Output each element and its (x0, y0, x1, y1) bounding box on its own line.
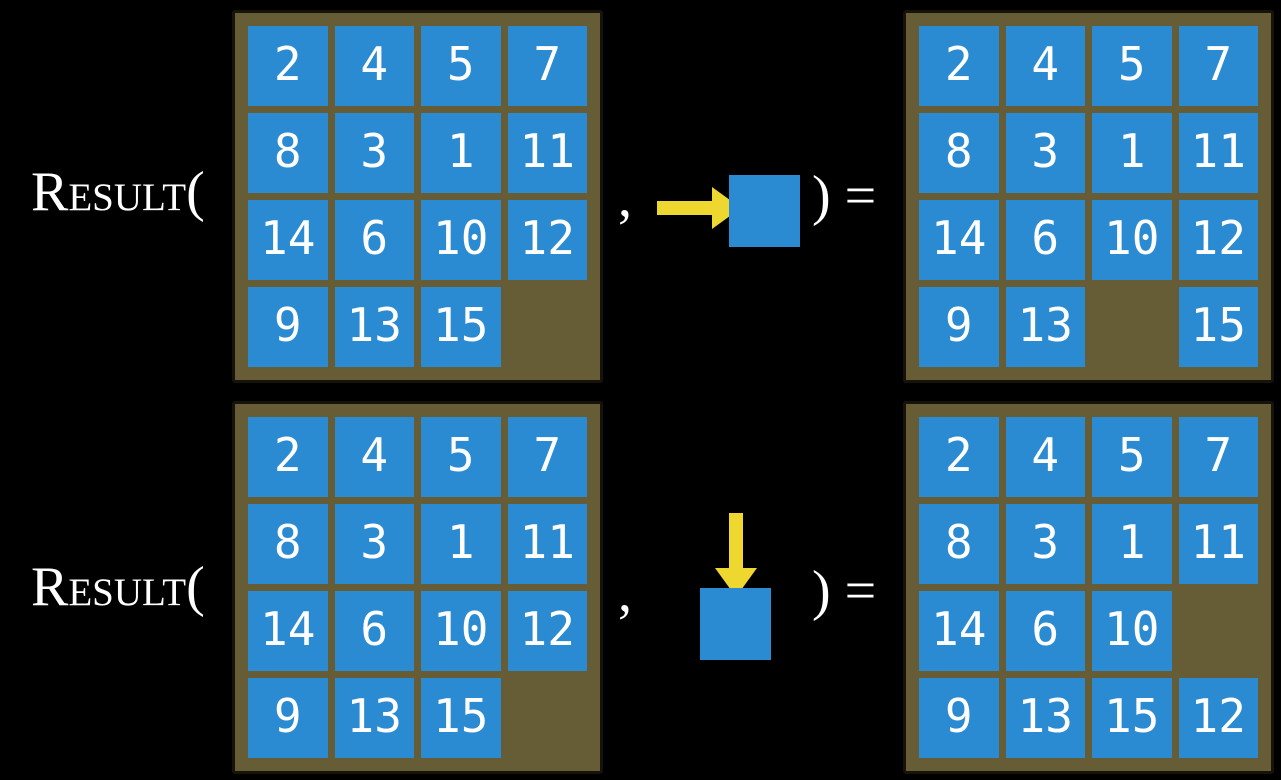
empty-cell (1092, 287, 1172, 367)
puzzle-tile: 10 (1092, 591, 1172, 671)
empty-cell (508, 287, 588, 367)
puzzle-tile: 15 (1092, 678, 1172, 758)
puzzle-tile: 13 (334, 287, 414, 367)
puzzle-tile: 15 (421, 287, 501, 367)
puzzle-tile: 13 (1005, 678, 1085, 758)
puzzle-tile: 15 (1178, 287, 1258, 367)
puzzle-tile: 12 (1178, 200, 1258, 280)
puzzle-tile: 4 (1005, 417, 1085, 497)
puzzle-tile: 12 (507, 200, 587, 280)
down-arrow-icon (715, 513, 757, 597)
close-paren-equals: ) = (812, 560, 877, 622)
puzzle-tile: 9 (248, 287, 328, 367)
puzzle-tile: 5 (421, 26, 501, 106)
puzzle-tile: 11 (1178, 113, 1258, 193)
puzzle-tile: 12 (507, 591, 587, 671)
puzzle-tile: 8 (248, 504, 328, 584)
puzzle-tile: 5 (1092, 417, 1172, 497)
puzzle-tile: 3 (1005, 504, 1085, 584)
puzzle-tile: 5 (421, 417, 501, 497)
puzzle-tile: 6 (334, 591, 414, 671)
puzzle-tile: 4 (334, 417, 414, 497)
puzzle-tile: 10 (421, 591, 501, 671)
puzzle-tile: 8 (248, 113, 328, 193)
puzzle-tile: 3 (334, 504, 414, 584)
puzzle-tile: 8 (919, 113, 999, 193)
action-tile (729, 175, 800, 247)
puzzle-tile: 14 (919, 200, 999, 280)
puzzle-tile: 12 (1178, 678, 1258, 758)
result-function-label: Result( (31, 161, 205, 223)
puzzle-tile: 7 (507, 26, 587, 106)
puzzle-tile: 10 (1092, 200, 1172, 280)
action-tile (700, 588, 771, 660)
empty-cell (508, 678, 588, 758)
puzzle-tile: 1 (421, 504, 501, 584)
puzzle-tile: 2 (919, 417, 999, 497)
puzzle-tile: 2 (919, 26, 999, 106)
puzzle-tile: 5 (1092, 26, 1172, 106)
puzzle-tile: 7 (1178, 417, 1258, 497)
puzzle-tile: 1 (421, 113, 501, 193)
puzzle-tile: 1 (1092, 504, 1172, 584)
puzzle-tile: 8 (919, 504, 999, 584)
puzzle-tile: 11 (507, 113, 587, 193)
right-arrow-icon (657, 187, 741, 229)
puzzle-tile: 14 (248, 591, 328, 671)
puzzle-tile: 4 (1005, 26, 1085, 106)
puzzle-tile: 13 (334, 678, 414, 758)
close-paren-equals: ) = (812, 165, 877, 227)
comma-separator: , (618, 167, 632, 229)
puzzle-tile: 7 (507, 417, 587, 497)
puzzle-tile: 6 (1005, 591, 1085, 671)
puzzle-tile: 10 (421, 200, 501, 280)
puzzle-tile: 3 (334, 113, 414, 193)
puzzle-tile: 9 (248, 678, 328, 758)
puzzle-tile: 14 (248, 200, 328, 280)
puzzle-tile: 9 (919, 678, 999, 758)
puzzle-tile: 4 (334, 26, 414, 106)
puzzle-tile: 13 (1005, 287, 1085, 367)
result-function-label: Result( (31, 556, 205, 618)
puzzle-tile: 11 (1178, 504, 1258, 584)
puzzle-tile: 15 (421, 678, 501, 758)
empty-cell (1179, 591, 1259, 671)
puzzle-tile: 9 (919, 287, 999, 367)
puzzle-tile: 1 (1092, 113, 1172, 193)
puzzle-tile: 2 (248, 26, 328, 106)
puzzle-tile: 3 (1005, 113, 1085, 193)
puzzle-tile: 6 (1005, 200, 1085, 280)
puzzle-tile: 11 (507, 504, 587, 584)
comma-separator: , (618, 562, 632, 624)
puzzle-tile: 14 (919, 591, 999, 671)
puzzle-tile: 2 (248, 417, 328, 497)
puzzle-tile: 7 (1178, 26, 1258, 106)
puzzle-tile: 6 (334, 200, 414, 280)
